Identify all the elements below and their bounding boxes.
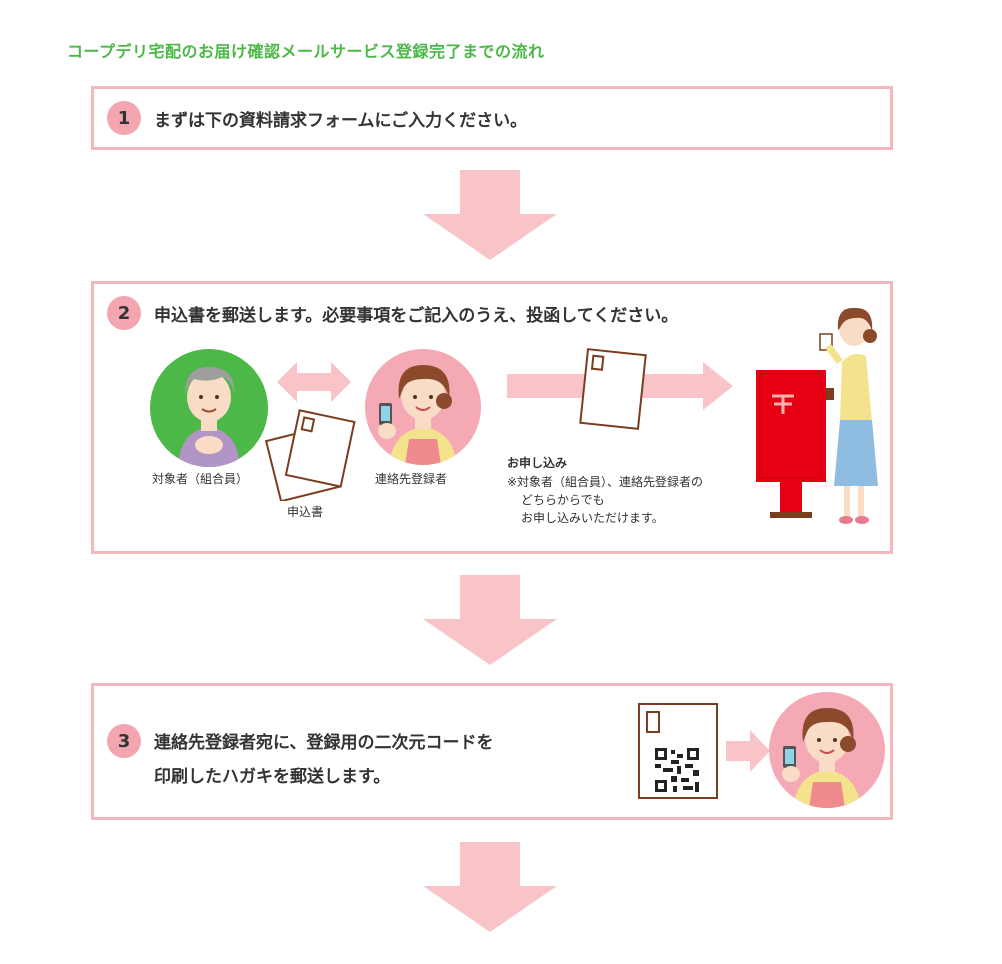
- contact-person-illustration: [365, 349, 481, 465]
- down-arrow-icon: [423, 842, 557, 932]
- step-2-text: 申込書を郵送します。必要事項をご記入のうえ、投函してください。: [154, 306, 679, 326]
- step-3-box: 3 連絡先登録者宛に、登録用の二次元コードを 印刷したハガキを郵送します。: [91, 683, 893, 820]
- application-note-line: お申し込みいただけます。: [521, 511, 664, 525]
- right-arrow-icon: [726, 730, 770, 772]
- step-1-text: まずは下の資料請求フォームにご入力ください。: [154, 111, 528, 131]
- contact-person-illustration: [769, 692, 885, 808]
- step-1-number: 1: [107, 101, 141, 135]
- step-1-box: 1 まずは下の資料請求フォームにご入力ください。: [91, 86, 893, 150]
- step-2-number: 2: [107, 296, 141, 330]
- step-3-text-line-2: 印刷したハガキを郵送します。: [154, 767, 391, 787]
- contact-label: 連絡先登録者: [375, 472, 448, 486]
- envelope-icon: [576, 346, 650, 432]
- step-2-box: 2 申込書を郵送します。必要事項をご記入のうえ、投函してください。 対象者（組合…: [91, 281, 893, 554]
- envelope-icon: [262, 409, 358, 501]
- step-3-number: 3: [107, 724, 141, 758]
- step-3-text-line-1: 連絡先登録者宛に、登録用の二次元コードを: [154, 733, 494, 753]
- application-note-line: ※対象者（組合員）、連絡先登録者の: [507, 475, 704, 489]
- woman-posting-illustration: [816, 302, 886, 532]
- down-arrow-icon: [423, 575, 557, 665]
- mailbox-icon: [756, 370, 836, 526]
- down-arrow-icon: [423, 170, 557, 260]
- qr-code-icon: [655, 748, 699, 792]
- form-label: 申込書: [287, 505, 324, 519]
- page-title: コープデリ宅配のお届け確認メールサービス登録完了までの流れ: [67, 42, 545, 61]
- application-note-line: どちらからでも: [521, 493, 605, 507]
- member-illustration: [150, 349, 268, 467]
- member-label: 対象者（組合員）: [152, 472, 249, 486]
- postcard-icon: [637, 702, 721, 802]
- application-note-title: お申し込み: [507, 456, 568, 470]
- left-right-arrow-icon: [277, 362, 351, 402]
